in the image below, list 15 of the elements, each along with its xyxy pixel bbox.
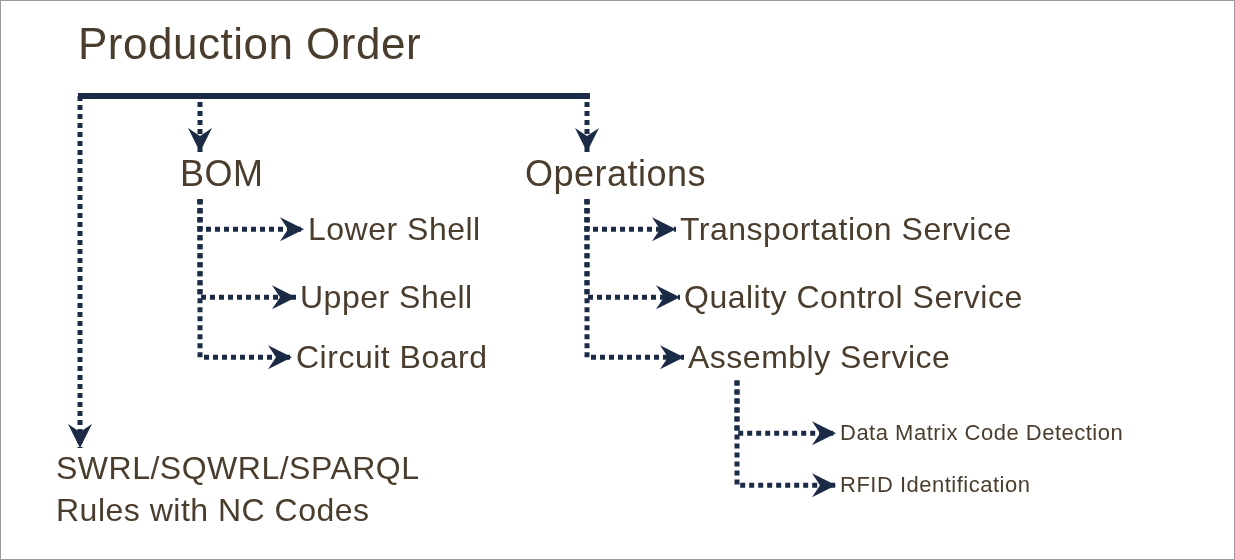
dotted-arrow (734, 380, 836, 498)
node-label: Quality Control Service (684, 278, 1023, 317)
node-label: Upper Shell (300, 278, 473, 317)
dotted-arrow (197, 199, 292, 370)
node-label: Circuit Board (296, 338, 488, 377)
node-label: Transportation Service (680, 210, 1012, 249)
node-label: RFID Identification (840, 472, 1031, 499)
node-label: BOM (180, 152, 264, 196)
node-label: Operations (525, 152, 707, 196)
node-label: Assembly Service (688, 338, 951, 377)
node-label: Lower Shell (308, 210, 481, 249)
node-label: Data Matrix Code Detection (840, 420, 1124, 447)
dotted-arrow (584, 199, 684, 370)
heading-text: Production Order (78, 18, 422, 70)
node-label: SWRL/SQWRL/SPARQL Rules with NC Codes (56, 449, 420, 530)
